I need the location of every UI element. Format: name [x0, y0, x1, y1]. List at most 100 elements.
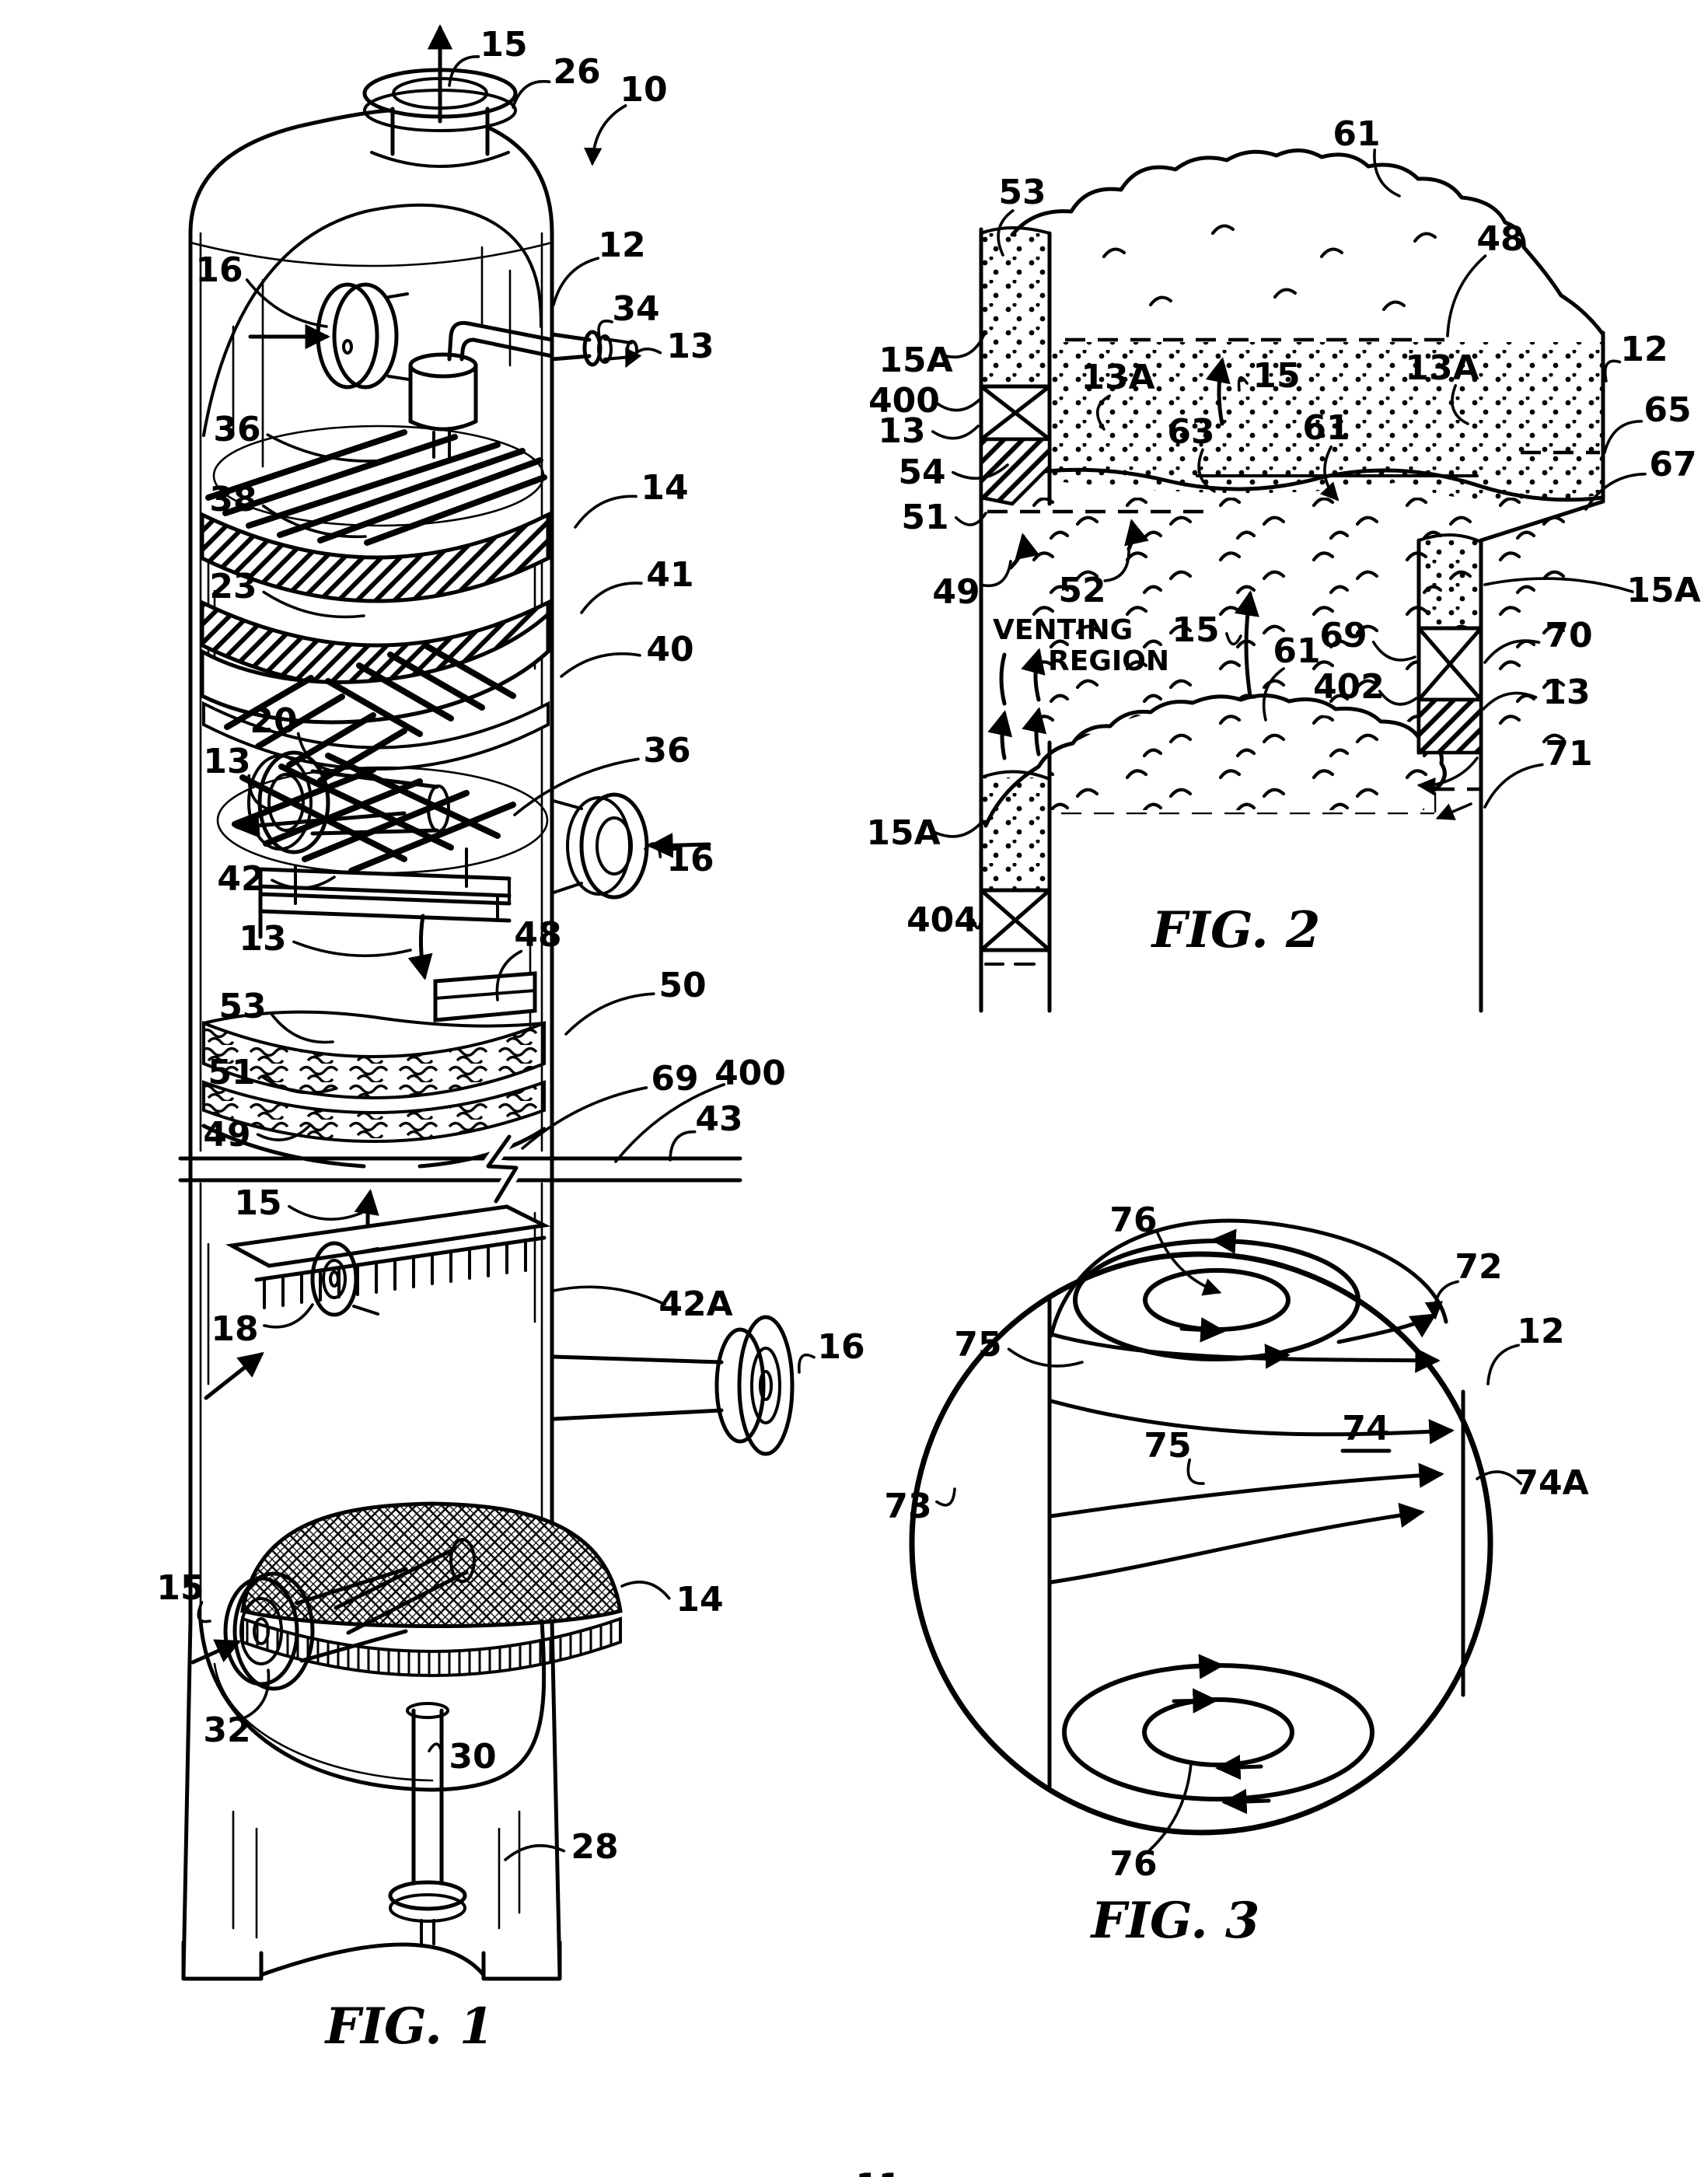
ref-label-61: 61: [1302, 408, 1350, 448]
ref-label-41: 41: [646, 555, 693, 595]
ref-label-20: 20: [250, 701, 297, 741]
ref-label-15A: 15A: [1626, 571, 1700, 610]
fig2-caption: FIG. 2: [1151, 901, 1321, 959]
vapor-down-arrow: [407, 914, 433, 980]
leader-line-71: [1483, 763, 1544, 809]
leader-line-20: [296, 732, 337, 773]
leader-line-41: [580, 582, 643, 614]
fig1-top-nozzle: [362, 24, 518, 168]
fig3-mid-streamlines: [1049, 1332, 1455, 1585]
ref-label-75: 75: [1144, 1426, 1191, 1466]
ref-label-402: 402: [1313, 667, 1385, 707]
ref-label-73: 73: [884, 1487, 931, 1526]
ref-label-70: 70: [1545, 616, 1592, 655]
ref-label-48: 48: [514, 915, 561, 955]
ref-label-10: 10: [620, 70, 667, 110]
leader-line-402: [1378, 690, 1418, 706]
ref-label-400: 400: [868, 381, 940, 421]
leader-line-61: [1262, 667, 1285, 722]
ref-label-15: 15: [156, 1568, 204, 1608]
ref-label-36: 36: [643, 731, 690, 771]
fig1-nozzle-15-32: [190, 1567, 408, 1691]
ref-label-53: 53: [998, 173, 1046, 212]
leader-line-15A: [1483, 577, 1634, 593]
fig2-vapor-arrows: [987, 357, 1259, 760]
ref-label-400: 400: [714, 1054, 786, 1093]
ref-label-15: 15: [480, 25, 527, 65]
inlet-arrow: [190, 1639, 242, 1665]
leader-line-74A: [1476, 1470, 1522, 1485]
leader-line-51: [954, 512, 987, 526]
ref-label-51: 51: [901, 498, 948, 537]
fig1-feed-pipe: [408, 320, 638, 459]
leader-line-12: [1604, 359, 1622, 383]
ref-label-50: 50: [658, 966, 706, 1005]
leader-line-16: [245, 278, 328, 328]
ref-label-51: 51: [208, 1053, 255, 1092]
fig1-mesh-packing-14: [240, 1501, 623, 1677]
ref-label-13A: 13A: [1405, 348, 1479, 388]
leader-line-13: [1482, 691, 1538, 711]
page-number-partial: 11: [840, 2166, 917, 2177]
fig1-nozzle-20: [234, 750, 450, 854]
leader-line-40: [560, 652, 641, 678]
fig1-bottom-bowl: [198, 1538, 547, 1792]
ref-label-49: 49: [932, 572, 980, 612]
ref-label-16: 16: [817, 1327, 864, 1367]
ref-label-75: 75: [954, 1325, 1001, 1365]
ref-label-13: 13: [203, 742, 250, 781]
leader-line-15: [197, 1601, 211, 1623]
ref-label-23: 23: [209, 567, 257, 606]
ref-label-34: 34: [612, 289, 659, 329]
ref-label-16: 16: [195, 250, 243, 290]
fig3-column-circle: [909, 1251, 1493, 1836]
leader-line-14: [620, 1580, 671, 1600]
fig1-section-break: [178, 1132, 742, 1205]
ref-label-15A: 15A: [878, 341, 952, 380]
leader-line-75: [1007, 1347, 1084, 1368]
ref-label-16: 16: [666, 840, 714, 879]
leader-line-54: [951, 463, 1009, 480]
ref-label-14: 14: [676, 1580, 723, 1620]
ref-label-72: 72: [1455, 1247, 1502, 1287]
leader-line-400: [614, 1083, 726, 1163]
venting-region-line2: REGION: [1048, 645, 1169, 677]
ref-label-52: 52: [1058, 571, 1105, 610]
fig1-distributor-region: [201, 971, 547, 1169]
fig1-nozzle-16-mid: [552, 792, 711, 900]
leader-line-15: [1225, 632, 1242, 646]
fig2-left-wall-strip: [979, 226, 1052, 1013]
fig3-caption: FIG. 3: [1090, 1892, 1260, 1950]
ref-label-53: 53: [218, 987, 266, 1026]
ref-label-26: 26: [553, 52, 600, 92]
ref-label-12: 12: [1517, 1312, 1564, 1351]
fig2-bottom-froth-61: [983, 693, 1447, 828]
leader-line-15: [1237, 376, 1249, 392]
ref-label-76: 76: [1109, 1200, 1157, 1240]
ref-label-63: 63: [1167, 412, 1214, 452]
ref-label-15: 15: [234, 1183, 281, 1223]
leader-line-12: [1486, 1344, 1520, 1386]
ref-label-48: 48: [1476, 219, 1524, 259]
ref-label-65: 65: [1643, 390, 1691, 430]
fig1-bottoms-pipe-30: [388, 1702, 467, 1945]
fig2-right-wall-strip: [1416, 330, 1605, 1013]
leader-line-36: [513, 757, 640, 816]
leader-line-50: [564, 992, 655, 1036]
leader-line-13A: [1451, 384, 1469, 425]
leader-line-53: [997, 209, 1015, 257]
ref-label-28: 28: [571, 1827, 618, 1867]
leader-line-69: [1371, 640, 1416, 662]
fig2-dotted-layer: [1012, 342, 1603, 501]
ref-label-42: 42: [217, 859, 264, 899]
fig1-grating-36-upper: [205, 425, 547, 546]
leader-line-16: [798, 1353, 816, 1374]
ref-label-38: 38: [209, 480, 257, 519]
leader-line-48: [495, 949, 523, 1001]
leader-line-42A: [552, 1285, 667, 1306]
